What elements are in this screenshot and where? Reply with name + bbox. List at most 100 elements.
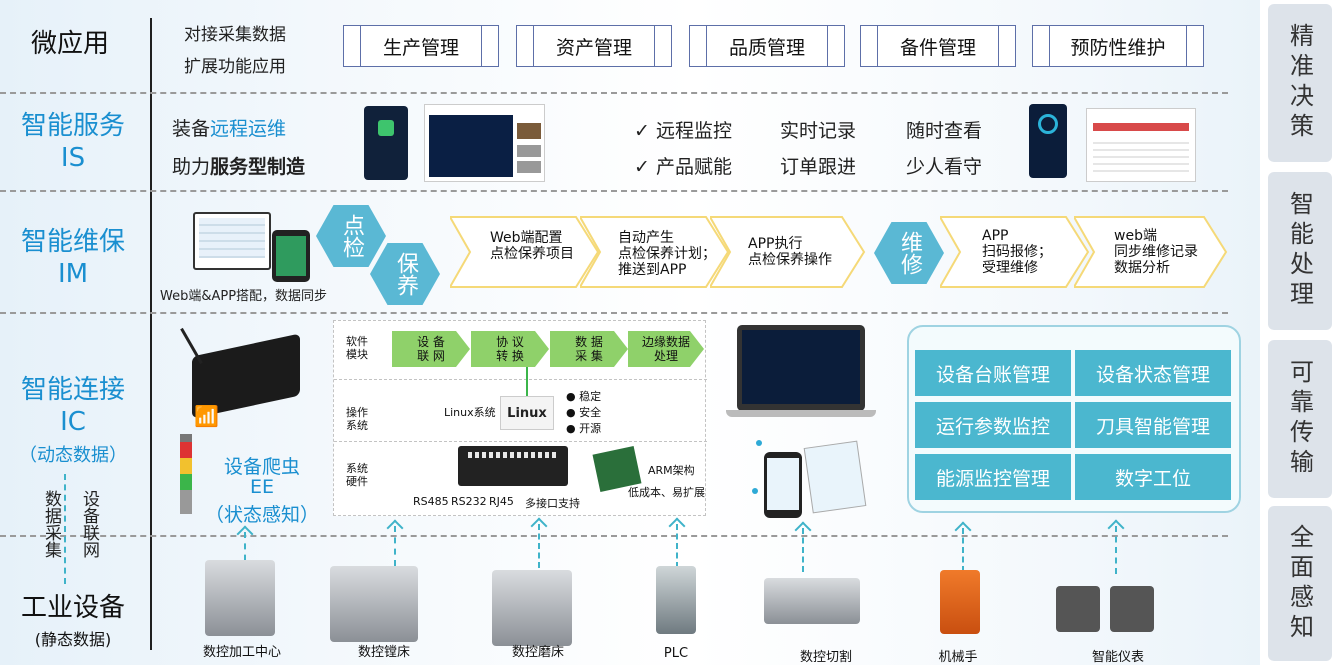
data-flow-arrow [64, 474, 72, 584]
hex-maintain-label: 保养 [393, 252, 418, 296]
cell-ledger[interactable]: 设备台账管理 [915, 350, 1071, 396]
service-col2-2: 订单跟进 [780, 156, 857, 178]
chevron-step-5: web端 同步维修记录 数据分析 [1074, 216, 1228, 288]
side-precise-decision: 精准决策 [1268, 4, 1332, 162]
arm-title: ARM架构 [648, 464, 695, 477]
flow-data-collect: 数 据 采 集 [550, 331, 628, 367]
smart-meter-image [1056, 586, 1100, 632]
flow-edge-processing: 边缘数据 处理 [628, 331, 704, 367]
row-software: 软件模块 [346, 335, 368, 361]
side-smart-processing-label: 智能处理 [1285, 191, 1314, 311]
eq-robot: 机械手 [938, 650, 978, 665]
device-net-label: 设备联网 [79, 490, 99, 558]
chevron-step-4: APP 扫码报修； 受理维修 [940, 216, 1090, 288]
service-check-1: ✓ 远程监控 [634, 120, 732, 142]
app-box-production[interactable]: 生产管理 [343, 25, 499, 67]
row-separator [0, 312, 1228, 314]
service-line2-bold: 服务型制造 [210, 156, 306, 178]
app-box-quality[interactable]: 品质管理 [689, 25, 845, 67]
flow-edge-processing-label: 边缘数据 处理 [641, 335, 690, 363]
cell-workstation[interactable]: 数字工位 [1075, 454, 1231, 500]
side-reliable-transmission-label: 可靠传输 [1285, 359, 1314, 479]
row-separator [0, 535, 1228, 537]
up-arrow [244, 532, 246, 572]
bullet-secure: ● 安全 [566, 406, 602, 419]
service-line2: 助力服务型制造 [172, 152, 305, 179]
cell-status[interactable]: 设备状态管理 [1075, 350, 1231, 396]
port-multi: 多接口支持 [525, 497, 580, 510]
chevron-step-2-label: 自动产生 点检保养计划； 推送到APP [618, 230, 716, 278]
ee-title: 设备爬虫 [223, 456, 300, 478]
linux-logo: Linux [500, 396, 554, 430]
mobile-app-screenshot [364, 106, 408, 180]
side-full-perception: 全面感知 [1268, 506, 1332, 661]
service-col3-2: 少人看守 [906, 156, 983, 178]
up-arrow [802, 528, 804, 572]
service-col3-1: 随时查看 [906, 120, 983, 142]
level-im-code: IM [57, 259, 89, 289]
eq-meter: 智能仪表 [1091, 650, 1144, 665]
robot-arm-image [940, 570, 980, 634]
bullet-open: ● 开源 [566, 422, 602, 435]
eq-cutting: 数控切割 [799, 650, 852, 665]
side-full-perception-label: 全面感知 [1285, 523, 1314, 644]
port-rs232: RS232 [451, 495, 487, 508]
level-micro-app: 微应用 [30, 29, 109, 59]
monitor-illustration [193, 212, 271, 270]
row-separator [0, 190, 1228, 192]
row-os: 操作系统 [346, 406, 368, 432]
level-im-title: 智能维保 [20, 227, 125, 257]
chevron-step-1-label: Web端配置 点检保养项目 [490, 230, 574, 262]
hardware-board [458, 446, 568, 486]
eq-grinding: 数控磨床 [511, 645, 564, 660]
app-box-assets[interactable]: 资产管理 [516, 25, 672, 67]
mobile-dashboard-screenshot [1029, 104, 1067, 178]
map-dashboard-screenshot [424, 104, 545, 182]
chevron-step-4-label: APP 扫码报修； 受理维修 [982, 228, 1052, 276]
flow-data-collect-label: 数 据 采 集 [575, 335, 603, 363]
laptop-base [726, 410, 876, 417]
service-check-1-label: 远程监控 [655, 120, 732, 142]
plc-image [656, 566, 696, 634]
phone-app-illustration [764, 452, 802, 518]
ee-sub: （状态感知） [204, 504, 319, 526]
bullet-secure-label: 安全 [579, 406, 602, 419]
hex-repair: 维修 [874, 222, 944, 284]
micro-line2: 扩展功能应用 [184, 57, 286, 77]
service-check-2: ✓ 产品赋能 [634, 156, 732, 178]
dot-icon [756, 440, 762, 446]
service-line1-prefix: 装备 [172, 118, 211, 140]
up-arrow [962, 528, 964, 572]
service-line2-prefix: 助力 [172, 156, 211, 178]
web-table-screenshot [1086, 108, 1196, 182]
cutting-machine-image [764, 578, 860, 624]
chevron-step-5-label: web端 同步维修记录 数据分析 [1114, 228, 1198, 276]
vertical-divider [150, 18, 152, 650]
row-hardware: 系统硬件 [346, 462, 368, 488]
port-rs485: RS485 [413, 495, 449, 508]
level-is-code: IS [60, 143, 86, 173]
laptop-illustration [737, 325, 865, 411]
data-collect-label: 数据采集 [41, 490, 61, 558]
level-ic-title: 智能连接 [20, 375, 125, 405]
smart-meter-image [1110, 586, 1154, 632]
chevron-step-3-label: APP执行 点检保养操作 [748, 236, 832, 268]
arm-sub: 低成本、易扩展 [628, 486, 705, 499]
service-col2-1: 实时记录 [780, 120, 857, 142]
cell-params[interactable]: 运行参数监控 [915, 402, 1071, 448]
level-ic-sub: （动态数据） [19, 445, 127, 466]
level-industrial-sub: (静态数据) [34, 630, 112, 649]
cell-energy[interactable]: 能源监控管理 [915, 454, 1071, 500]
level-is-title: 智能服务 [20, 111, 125, 141]
service-check-2-label: 产品赋能 [655, 156, 732, 178]
boring-machine-image [330, 566, 418, 642]
app-box-spare-parts[interactable]: 备件管理 [860, 25, 1016, 67]
cell-tools[interactable]: 刀具智能管理 [1075, 402, 1231, 448]
grinding-machine-image [492, 570, 572, 646]
linux-link-line [526, 367, 528, 397]
ee-code: EE [249, 476, 274, 498]
service-line1: 装备远程运维 [172, 114, 286, 141]
up-arrow [538, 524, 540, 568]
flow-device-network-label: 设 备 联 网 [417, 335, 445, 363]
app-box-preventive[interactable]: 预防性维护 [1032, 25, 1204, 67]
